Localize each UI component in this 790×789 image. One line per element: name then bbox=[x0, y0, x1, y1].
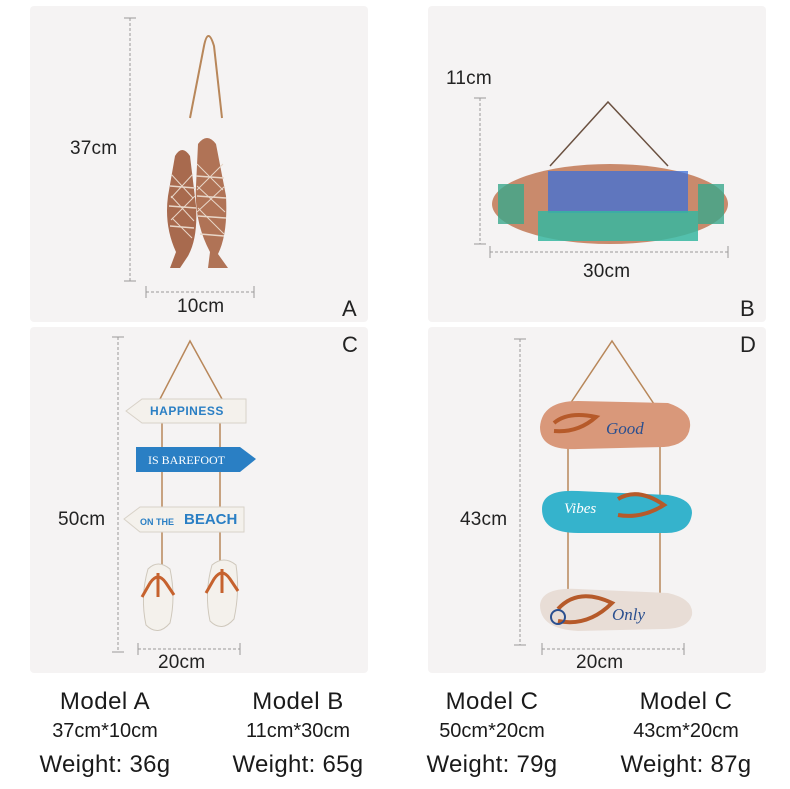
height-label: 37cm bbox=[70, 138, 118, 159]
caption-model-b: Model B 11cm*30cm Weight: 65g bbox=[200, 688, 396, 779]
sign-beach bbox=[123, 506, 245, 533]
sign-text-vibes: Vibes bbox=[564, 501, 597, 517]
width-label: 20cm bbox=[158, 652, 206, 673]
panel-model-b: 11cm 30cm B bbox=[428, 6, 766, 322]
model-weight: Weight: 65g bbox=[232, 751, 364, 778]
sign-text-on-the: ON THE bbox=[140, 517, 175, 527]
model-name: Model B bbox=[252, 688, 344, 715]
caption-model-d: Model C 43cm*20cm Weight: 87g bbox=[588, 688, 784, 779]
width-label: 10cm bbox=[177, 296, 225, 317]
sign-barefoot bbox=[136, 447, 256, 472]
flip-flop-signs-illustration bbox=[514, 338, 693, 655]
model-dimensions: 43cm*20cm bbox=[633, 720, 739, 742]
caption-model-c: Model C 50cm*20cm Weight: 79g bbox=[394, 688, 590, 779]
model-name: Model C bbox=[639, 688, 733, 715]
model-weight: Weight: 36g bbox=[39, 751, 171, 778]
width-label: 20cm bbox=[576, 652, 624, 673]
height-label: 11cm bbox=[446, 68, 492, 89]
caption-model-a: Model A 37cm*10cm Weight: 36g bbox=[10, 688, 200, 779]
model-weight: Weight: 79g bbox=[426, 751, 558, 778]
sign-text-barefoot: IS BAREFOOT bbox=[148, 453, 226, 467]
height-label: 50cm bbox=[58, 509, 106, 530]
model-dimensions: 37cm*10cm bbox=[52, 720, 158, 742]
model-weight: Weight: 87g bbox=[620, 751, 752, 778]
flip-flop-left bbox=[140, 563, 176, 631]
fish-left bbox=[167, 150, 197, 268]
sign-happiness bbox=[125, 398, 247, 424]
panel-model-a: 37cm 10cm A bbox=[30, 6, 368, 322]
fish-decoration-illustration bbox=[124, 17, 255, 298]
fish-right bbox=[195, 138, 228, 268]
arrow-signs-illustration bbox=[112, 336, 256, 655]
model-dimensions: 50cm*20cm bbox=[439, 720, 545, 742]
flip-flop-right bbox=[204, 559, 240, 627]
model-dimensions: 11cm*30cm bbox=[245, 720, 351, 742]
helm-icon bbox=[550, 609, 566, 625]
panel-letter: D bbox=[740, 332, 756, 357]
oval-sign-illustration bbox=[474, 97, 729, 258]
sign-text-beach: BEACH bbox=[184, 511, 238, 528]
width-label: 30cm bbox=[583, 261, 631, 282]
panel-letter: C bbox=[342, 332, 358, 357]
sign-text-happiness: HAPPINESS bbox=[150, 404, 224, 418]
height-label: 43cm bbox=[460, 509, 508, 530]
panel-model-d: Good Vibes Only 43cm 20cm D bbox=[428, 327, 766, 673]
panel-letter: A bbox=[342, 296, 357, 321]
model-name: Model A bbox=[59, 688, 151, 715]
panel-model-c: HAPPINESS IS BAREFOOT ON THE BEACH 50cm … bbox=[30, 327, 368, 673]
sign-text-only: Only bbox=[612, 605, 646, 624]
model-name: Model C bbox=[445, 688, 539, 715]
sign-text-good: Good bbox=[606, 419, 644, 438]
panel-letter: B bbox=[740, 296, 755, 321]
